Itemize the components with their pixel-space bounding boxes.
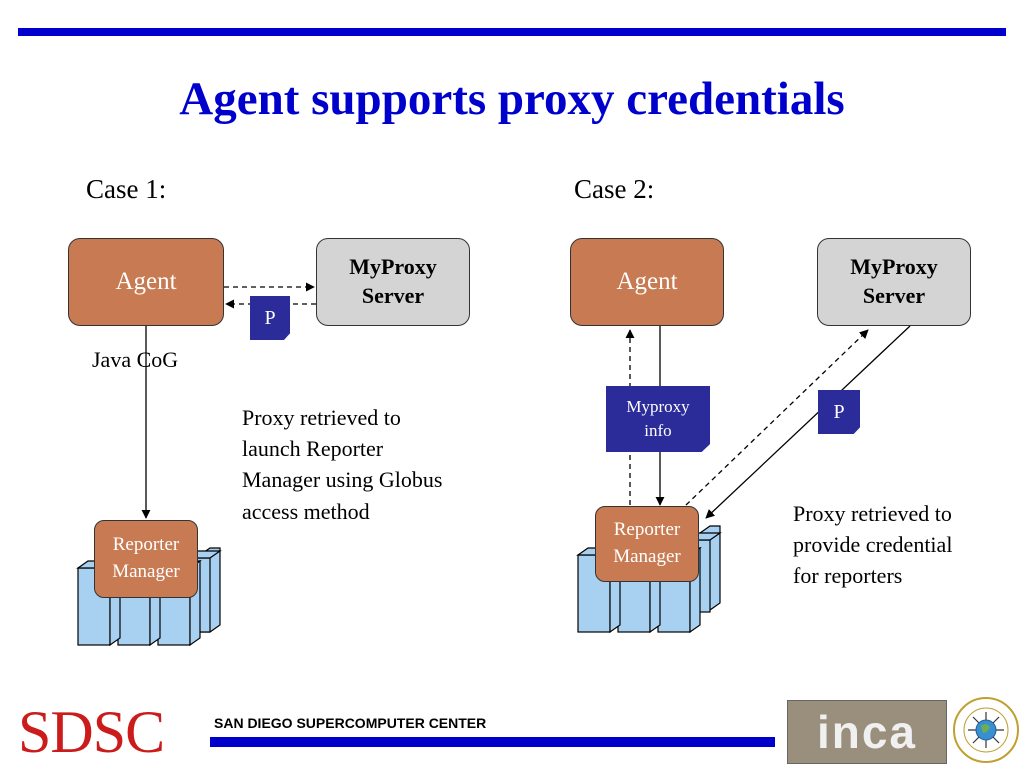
- footer-accent-bar: [210, 737, 775, 747]
- sdsc-logo: SDSC: [18, 699, 165, 765]
- case2-description: Proxy retrieved to provide credential fo…: [793, 498, 952, 592]
- case1-description: Proxy retrieved to launch Reporter Manag…: [242, 402, 442, 527]
- agent-box-case1: Agent: [68, 238, 224, 326]
- nsf-logo: [953, 697, 1019, 763]
- myproxy-info-line1: Myproxy: [626, 397, 690, 417]
- agent-label: Agent: [115, 268, 177, 295]
- myproxy-info-line2: info: [644, 421, 672, 440]
- myproxy-info-note: Myproxy info: [606, 386, 710, 452]
- description-line: provide credential: [793, 532, 953, 558]
- reporter-label-line1: Reporter: [613, 519, 681, 541]
- description-line: Proxy retrieved to: [242, 405, 401, 430]
- case2-label: Case 2:: [574, 174, 655, 204]
- reporter-label-line1: Reporter: [112, 534, 180, 556]
- inca-logo-text: inca: [816, 706, 918, 758]
- description-line: access method: [242, 498, 370, 524]
- agent-box-case2: Agent: [570, 238, 724, 326]
- description-line: Manager using Globus: [242, 467, 443, 493]
- myproxy-server-box-case2: MyProxy Server: [817, 238, 971, 326]
- reporter-manager-box-case2: Reporter Manager: [595, 506, 699, 582]
- organization-name: SAN DIEGO SUPERCOMPUTER CENTER: [214, 715, 487, 731]
- myproxy-label-line1: MyProxy: [850, 254, 938, 280]
- reporter-label-line2: Manager: [112, 561, 180, 582]
- description-line: Proxy retrieved to: [793, 501, 952, 526]
- myproxy-server-box-case1: MyProxy Server: [316, 238, 470, 326]
- inca-logo: inca: [787, 700, 947, 764]
- myproxy-label-line1: MyProxy: [349, 254, 437, 280]
- myproxy-label-line2: Server: [862, 283, 926, 308]
- agent-label: Agent: [616, 268, 678, 295]
- case1-label: Case 1:: [86, 174, 167, 204]
- reporter-label-line2: Manager: [613, 546, 681, 567]
- proxy-note-label: P: [264, 306, 276, 329]
- reporter-manager-box-case1: Reporter Manager: [94, 520, 198, 598]
- description-line: for reporters: [793, 563, 903, 589]
- proxy-credential-note-case2: P: [818, 390, 860, 434]
- java-cog-label: Java CoG: [92, 347, 179, 372]
- slide-title: Agent supports proxy credentials: [179, 73, 845, 125]
- proxy-note-label: P: [833, 400, 845, 423]
- proxy-delivery-arrow-case2: [705, 325, 911, 519]
- proxy-credential-note-case1: P: [250, 296, 290, 340]
- proxy-request-arrow-case2: [685, 329, 869, 506]
- description-line: launch Reporter: [242, 436, 384, 462]
- top-accent-bar: [18, 28, 1006, 36]
- myproxy-label-line2: Server: [361, 283, 425, 308]
